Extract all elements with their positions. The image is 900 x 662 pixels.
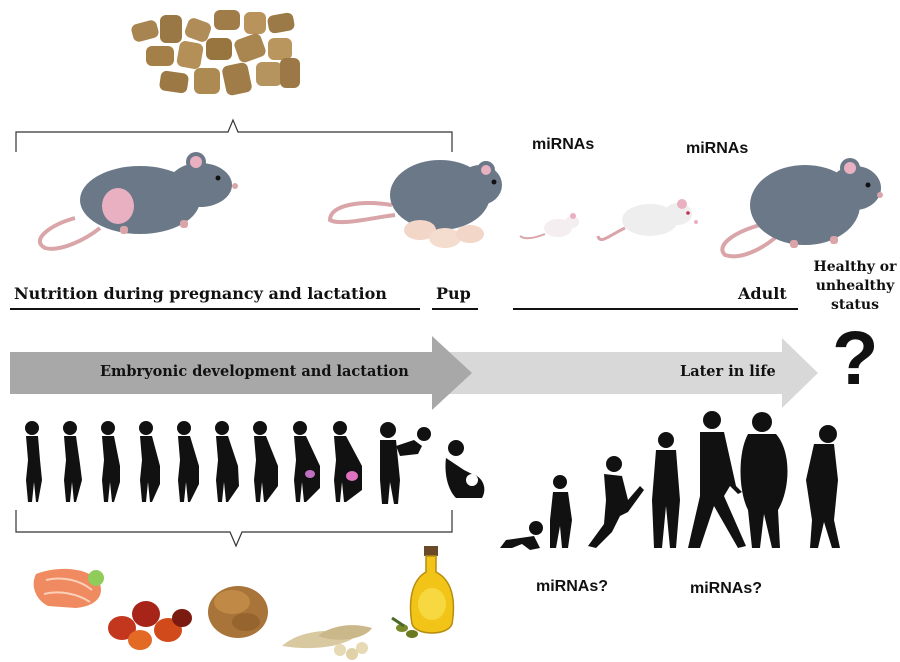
status-label: Healthy or unhealthy status <box>812 258 898 315</box>
teen-icon <box>652 432 680 548</box>
pregnancy-stage-icon <box>215 421 239 502</box>
top-bracket <box>16 120 452 152</box>
mirnas-label-1: miRNAs <box>532 136 594 154</box>
mirnas-question-label-1: miRNAs? <box>536 578 608 596</box>
pregnancy-silhouettes <box>25 421 484 504</box>
development-arrow-label: Embryonic development and lactation <box>100 363 409 380</box>
mirnas-question-label-2: miRNAs? <box>690 580 762 598</box>
juvenile-rat-icon <box>598 199 698 240</box>
olive-oil-icon <box>392 546 453 638</box>
mother-holding-baby-icon <box>380 422 431 504</box>
pregnant-rat-icon <box>40 152 238 249</box>
soybeans-icon <box>282 625 372 660</box>
nutrition-label: Nutrition during pregnancy and lactation <box>14 284 387 303</box>
adult-label: Adult <box>738 284 787 303</box>
pregnancy-stage-icon <box>63 421 82 502</box>
pup-label: Pup <box>436 284 471 303</box>
elderly-icon <box>806 425 840 548</box>
adult-walking-icon <box>688 411 746 548</box>
child-running-icon <box>588 456 644 548</box>
breastfeeding-icon <box>445 440 484 498</box>
baby-crawling-icon <box>500 521 543 550</box>
pregnancy-stage-icon <box>293 421 320 502</box>
pregnancy-stage-icon <box>101 421 120 502</box>
pregnancy-stage-icon <box>25 421 42 502</box>
adult-rat-icon <box>722 158 883 256</box>
salmon-icon <box>34 569 104 608</box>
pregnancy-stage-icon <box>333 421 362 502</box>
later-life-arrow-label: Later in life <box>680 363 776 380</box>
feed-pellets-icon <box>130 10 300 96</box>
palm-fruit-icon <box>108 601 192 650</box>
toddler-icon <box>550 475 572 548</box>
pregnancy-stage-icon <box>177 421 199 502</box>
obese-adult-icon <box>741 412 788 548</box>
bottom-bracket <box>16 510 452 546</box>
pup-rat-icon <box>520 213 579 238</box>
mirnas-label-2: miRNAs <box>686 140 748 158</box>
question-mark: ? <box>832 318 878 400</box>
flax-seeds-icon <box>208 586 268 638</box>
human-life-stages <box>500 411 840 550</box>
mother-rat-with-pups-icon <box>330 160 502 248</box>
pregnancy-stage-icon <box>139 421 160 502</box>
pregnancy-stage-icon <box>253 421 278 502</box>
